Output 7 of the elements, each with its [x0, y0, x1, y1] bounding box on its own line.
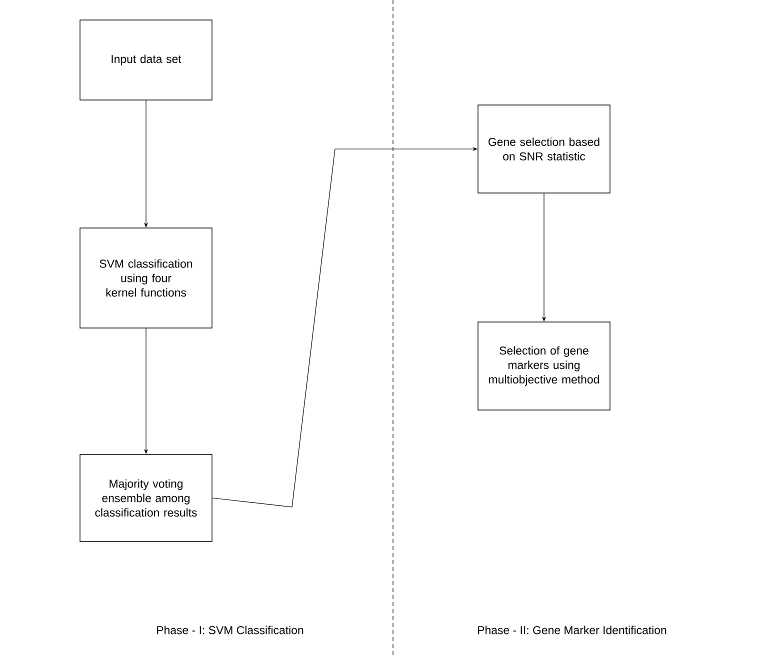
- process-box: Selection of gene markers using multiobjective method: [478, 322, 610, 410]
- process-box: Majority voting ensemble among classification results: [80, 454, 212, 542]
- process-box: SVM classification using four kernel functions: [80, 228, 212, 328]
- process-box: Gene selection based on SNR statistic: [478, 104, 610, 194]
- phase-label: Phase - II: Gene Marker Identification: [478, 626, 666, 634]
- process-box: Input data set: [80, 20, 212, 100]
- phase-label: Phase - I: SVM Classification: [157, 626, 304, 634]
